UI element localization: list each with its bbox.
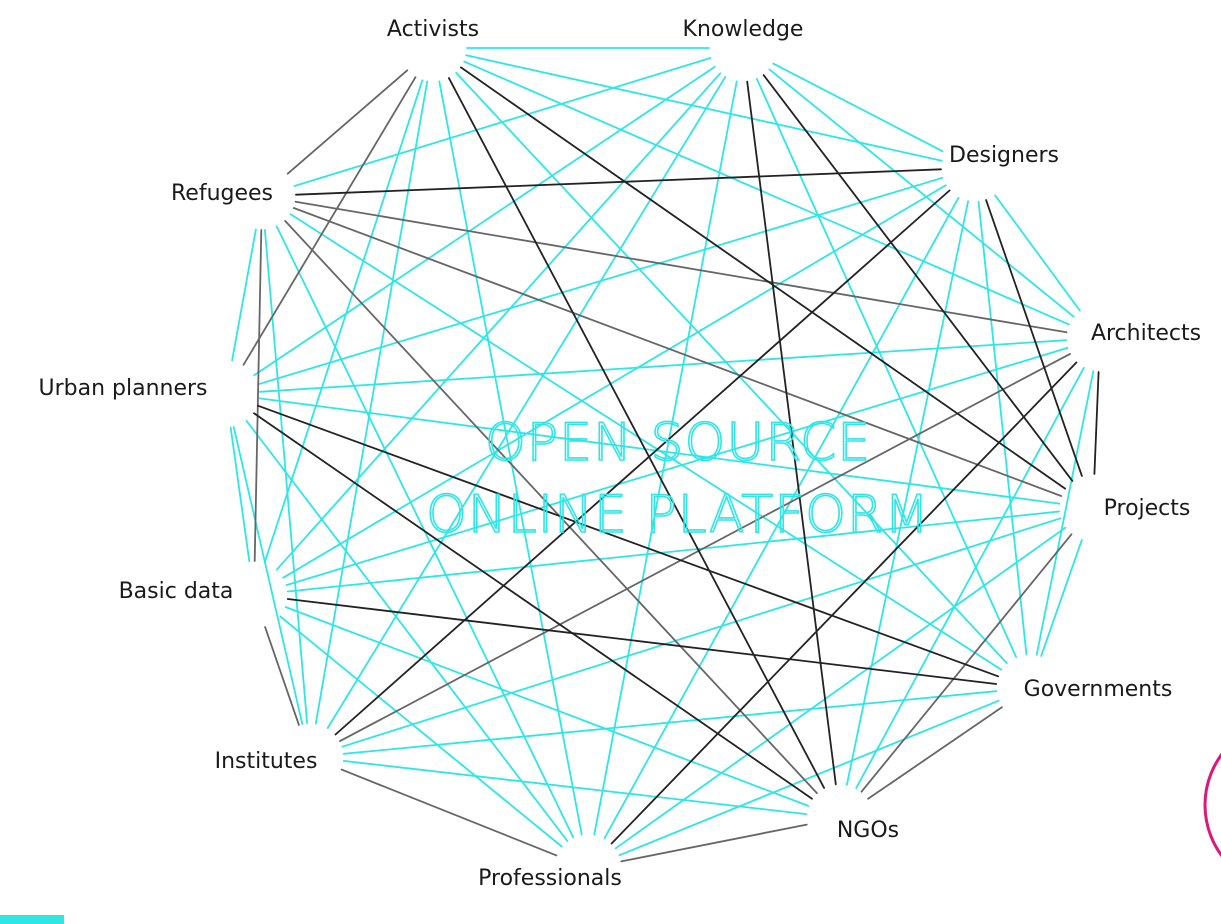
edge-activists-ngos <box>447 77 825 789</box>
edge-designers-projects <box>985 199 1083 477</box>
edge-urban-planners-ngos <box>253 412 813 800</box>
edge-knowledge-basic-data <box>275 72 722 571</box>
node-label-governments: Governments <box>1024 677 1173 702</box>
edge-projects-governments <box>1040 539 1083 657</box>
edge-designers-ngos <box>846 200 969 786</box>
node-label-backdrop <box>1017 675 1179 704</box>
edge-basic-data-ngos <box>284 606 810 807</box>
edge-basic-data-professionals <box>279 615 563 848</box>
node-label-projects: Projects <box>1104 496 1191 521</box>
accent-circle-icon <box>1203 752 1221 858</box>
edge-refugees-architects <box>294 200 1068 334</box>
edge-knowledge-designers <box>772 62 946 154</box>
edge-basic-data-institutes <box>264 626 300 726</box>
node-label-backdrop <box>943 141 1065 170</box>
edge-designers-urban-planners <box>257 176 944 386</box>
edge-architects-institutes <box>339 352 1071 742</box>
edge-knowledge-projects <box>762 74 1074 482</box>
edge-governments-institutes <box>342 690 998 755</box>
edge-institutes-professionals <box>340 768 558 857</box>
node-label-knowledge: Knowledge <box>683 17 804 42</box>
edge-architects-professionals <box>610 361 1078 845</box>
edge-ngos-professionals <box>620 823 808 863</box>
edge-activists-projects <box>459 66 1066 490</box>
edge-projects-professionals <box>614 526 1067 850</box>
edge-urban-planners-projects <box>258 397 1061 505</box>
edge-activists-designers <box>465 54 943 162</box>
node-label-professionals: Professionals <box>478 866 622 891</box>
node-label-backdrop <box>380 15 486 44</box>
edge-governments-ngos <box>867 706 1003 800</box>
node-label-backdrop <box>472 864 628 893</box>
edge-refugees-basic-data <box>253 229 263 562</box>
edge-urban-planners-basic-data <box>229 426 251 563</box>
edge-urban-planners-institutes <box>232 426 304 725</box>
node-label-backdrop <box>165 179 279 208</box>
edge-knowledge-institutes <box>326 76 727 729</box>
node-label-basic-data: Basic data <box>119 579 234 604</box>
edge-activists-governments <box>455 72 1008 664</box>
edge-refugees-projects <box>292 207 1063 497</box>
node-labels-layer: Activists KnowledgeDesignersRefugeesArchi… <box>32 15 1207 893</box>
edge-architects-governments <box>1035 370 1095 656</box>
edge-governments-professionals <box>618 699 1000 857</box>
edge-refugees-urban-planners <box>231 228 257 362</box>
edge-architects-ngos <box>855 366 1085 789</box>
edge-knowledge-architects <box>768 68 1075 318</box>
edge-designers-governments <box>977 200 1028 656</box>
edge-urban-planners-governments <box>256 404 999 678</box>
edge-architects-basic-data <box>285 346 1069 586</box>
edge-urban-planners-professionals <box>245 420 569 842</box>
edge-institutes-ngos <box>342 760 808 815</box>
edge-projects-basic-data <box>286 510 1061 593</box>
node-label-urban-planners: Urban planners <box>38 376 207 401</box>
corner-mark-icon <box>0 915 64 924</box>
edges-layer <box>229 47 1100 863</box>
node-label-backdrop <box>830 816 906 845</box>
center-title-line1: OPEN SOURCE <box>485 413 871 473</box>
center-title-line2: ONLINE PLATFORM <box>426 485 930 545</box>
edge-designers-basic-data <box>282 184 947 579</box>
edge-activists-basic-data <box>263 79 424 564</box>
node-label-refugees: Refugees <box>171 181 273 206</box>
edge-activists-refugees <box>286 69 409 175</box>
node-label-backdrop <box>208 747 324 776</box>
edge-projects-institutes <box>341 517 1062 748</box>
edge-architects-urban-planners <box>258 339 1067 393</box>
node-label-institutes: Institutes <box>215 749 318 774</box>
edge-architects-projects <box>1093 371 1100 475</box>
node-label-activists: Activists <box>387 17 479 42</box>
edge-knowledge-refugees <box>293 57 712 187</box>
edge-designers-refugees <box>295 168 942 196</box>
edge-activists-professionals <box>438 80 583 836</box>
node-label-ngos: NGOs <box>837 818 899 843</box>
edge-activists-architects <box>463 60 1070 326</box>
edge-designers-institutes <box>334 189 951 736</box>
edge-refugees-ngos <box>284 219 818 794</box>
edge-activists-institutes <box>314 80 429 725</box>
edge-knowledge-ngos <box>746 80 837 786</box>
node-label-backdrop <box>676 15 810 44</box>
edge-refugees-institutes <box>263 228 309 724</box>
edge-knowledge-urban-planners <box>253 66 716 377</box>
edge-basic-data-governments <box>286 598 998 685</box>
node-label-backdrop <box>1084 319 1207 348</box>
node-label-backdrop <box>32 374 214 403</box>
edge-projects-ngos <box>860 533 1073 793</box>
node-label-backdrop <box>112 577 240 606</box>
edge-knowledge-professionals <box>593 80 738 836</box>
node-label-designers: Designers <box>949 143 1059 168</box>
node-label-backdrop <box>1097 494 1197 523</box>
node-label-architects: Architects <box>1091 321 1201 346</box>
edge-refugees-governments <box>289 213 1003 671</box>
edge-designers-architects <box>994 194 1081 312</box>
